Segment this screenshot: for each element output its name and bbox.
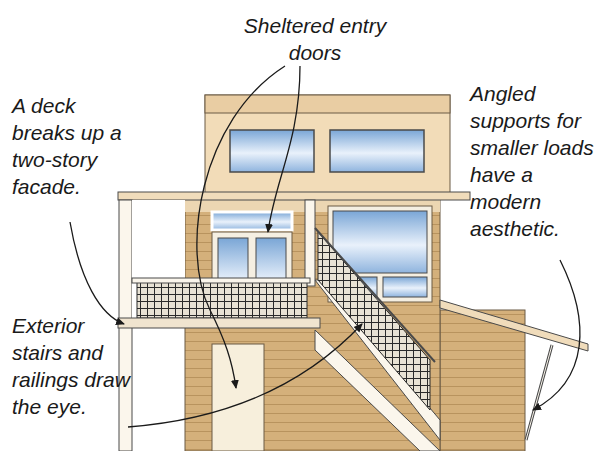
- callout-label: A deck breaks up a two-story facade.: [12, 92, 137, 200]
- callout-label: Sheltered entry doors: [240, 12, 390, 66]
- callout-label: Angled supports for smaller loads have a…: [470, 80, 596, 242]
- callout-label: Exterior stairs and railings draw the ey…: [12, 312, 130, 420]
